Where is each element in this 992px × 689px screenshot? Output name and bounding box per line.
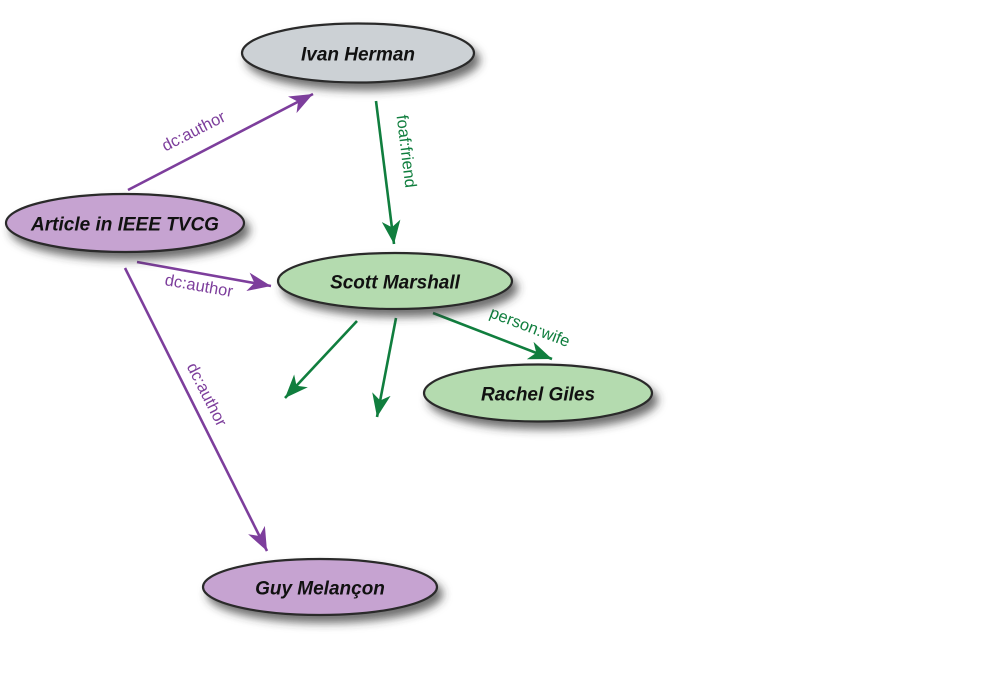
edge-unlabeled-left	[284, 320, 358, 399]
edge-dc-author-to-scott-marshall	[136, 260, 272, 292]
node-ivan-herman-label: Ivan Herman	[301, 45, 415, 66]
edge-dc-author-to-guy-melancon	[123, 267, 269, 552]
node-rachel-giles-ellipse	[422, 363, 654, 423]
edge-label-person-wife: person:wife	[487, 304, 572, 351]
node-rachel-giles: Rachel Giles	[422, 363, 654, 423]
edge-foaf-friend	[374, 100, 401, 245]
node-guy-melancon: Guy Melançon	[201, 557, 439, 617]
node-article-ieee-tvcg: Article in IEEE TVCG	[4, 192, 246, 254]
node-scott-marshall: Scott Marshall	[276, 251, 514, 311]
node-guy-melancon-label: Guy Melançon	[255, 579, 385, 600]
node-article-ieee-tvcg-ellipse	[4, 192, 246, 254]
node-ivan-herman: Ivan Herman	[240, 22, 476, 84]
edge-label-dc-author-ivan: dc:author	[159, 108, 229, 156]
edge-dc-author-to-ivan-herman	[127, 92, 314, 192]
edges-layer: dc:author foaf:friend dc:author person:w…	[123, 92, 572, 552]
edge-unlabeled-down	[372, 317, 398, 418]
node-article-ieee-tvcg-label: Article in IEEE TVCG	[30, 215, 219, 236]
edge-person-wife	[432, 311, 553, 361]
node-guy-melancon-ellipse	[201, 557, 439, 617]
node-ivan-herman-ellipse	[240, 22, 476, 84]
edge-label-dc-author-scott: dc:author	[163, 271, 234, 301]
nodes-layer: Ivan Herman Article in IEEE TVCG Scott M…	[4, 22, 654, 617]
node-scott-marshall-label: Scott Marshall	[330, 273, 461, 294]
node-scott-marshall-ellipse	[276, 251, 514, 311]
edge-label-foaf-friend: foaf:friend	[393, 114, 420, 189]
node-rachel-giles-label: Rachel Giles	[481, 385, 595, 406]
